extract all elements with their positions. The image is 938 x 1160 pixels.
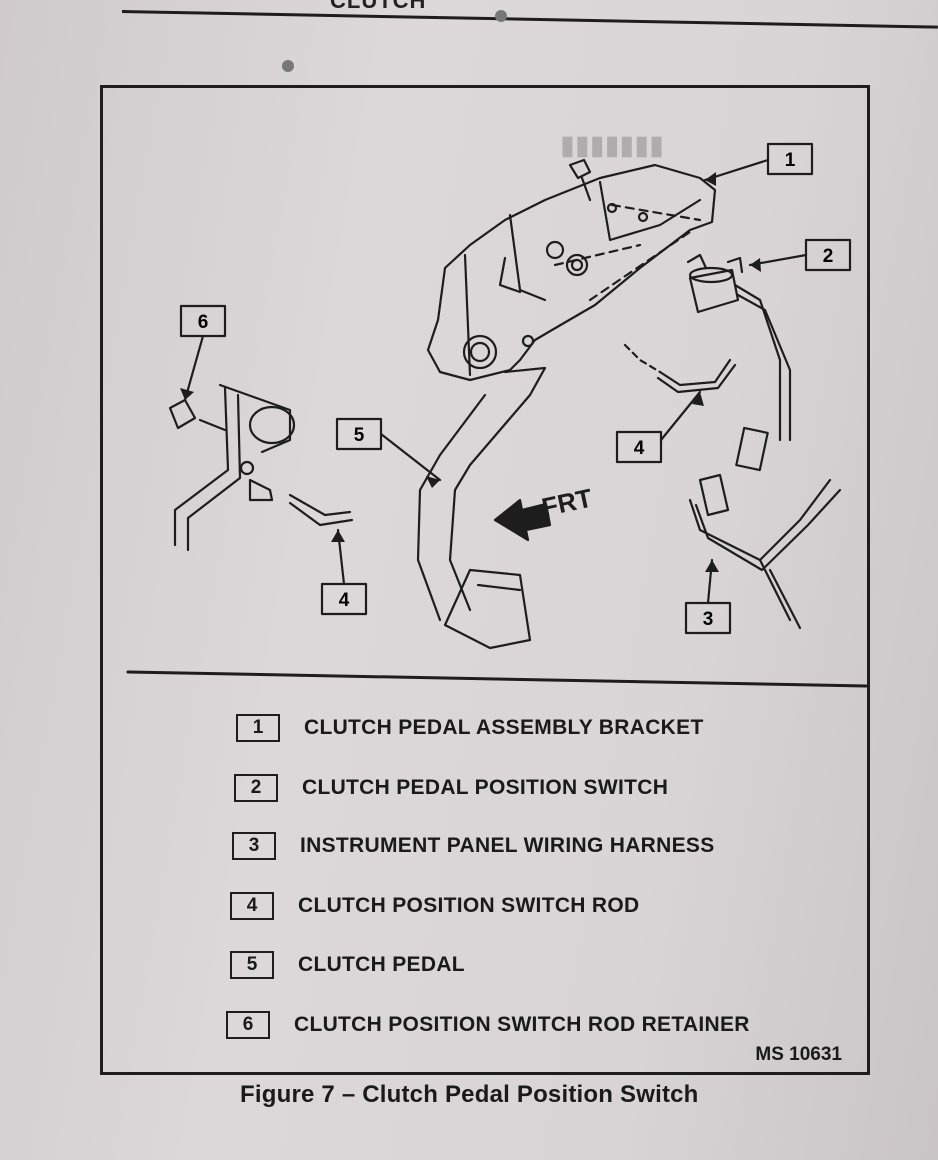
legend-label: CLUTCH PEDAL POSITION SWITCH [302, 776, 669, 799]
illustration-code: MS 10631 [755, 1044, 842, 1065]
callout-label-4a: 4 [634, 438, 645, 459]
legend-item: 4 CLUTCH POSITION SWITCH ROD [230, 890, 639, 922]
legend-label: CLUTCH POSITION SWITCH ROD [298, 894, 640, 917]
binder-hole [282, 60, 294, 72]
section-header: CLUTCH [330, 0, 427, 13]
wiring-harness [688, 473, 842, 630]
legend-item: 2 CLUTCH PEDAL POSITION SWITCH [234, 772, 668, 804]
leader-arrowheads [180, 172, 761, 572]
front-direction-arrow [493, 498, 552, 542]
legend-label: CLUTCH POSITION SWITCH ROD RETAINER [294, 1013, 750, 1036]
leader-4a [659, 390, 702, 442]
pedal-arm [416, 366, 547, 650]
retainer-bracket [168, 383, 354, 552]
callout-label-3: 3 [703, 609, 714, 630]
position-switch [686, 253, 792, 472]
binder-hole [495, 10, 507, 22]
callout-label-5: 5 [354, 425, 365, 446]
legend-number: 2 [234, 774, 278, 802]
legend-number: 5 [230, 951, 274, 979]
pedal-bracket [426, 158, 717, 382]
legend-item: 6 CLUTCH POSITION SWITCH ROD RETAINER [226, 1009, 750, 1041]
legend-item: 3 INSTRUMENT PANEL WIRING HARNESS [232, 830, 715, 862]
callout-label-4b: 4 [339, 590, 350, 611]
legend-label: INSTRUMENT PANEL WIRING HARNESS [300, 834, 715, 857]
legend-item: 5 CLUTCH PEDAL [230, 949, 465, 981]
legend-label: CLUTCH PEDAL [298, 953, 465, 976]
figure-frame [100, 85, 870, 1075]
callout-label-6: 6 [198, 312, 209, 333]
legend-number: 4 [230, 892, 274, 920]
legend-label: CLUTCH PEDAL ASSEMBLY BRACKET [304, 716, 704, 739]
leader-6 [183, 334, 205, 402]
callout-box-4a [615, 430, 663, 464]
leader-5 [379, 432, 442, 482]
legend-number: 3 [232, 832, 276, 860]
switch-rod-upper [658, 358, 732, 387]
legend-number: 6 [226, 1011, 270, 1039]
figure-caption: Figure 7 – Clutch Pedal Position Switch [240, 1081, 699, 1108]
legend-number: 1 [236, 714, 280, 742]
front-direction-label: FRT [539, 483, 595, 523]
legend-item: 1 CLUTCH PEDAL ASSEMBLY BRACKET [236, 712, 704, 744]
callout-label-1: 1 [785, 150, 796, 171]
legend-divider [126, 670, 868, 688]
callout-label-2: 2 [823, 246, 834, 267]
